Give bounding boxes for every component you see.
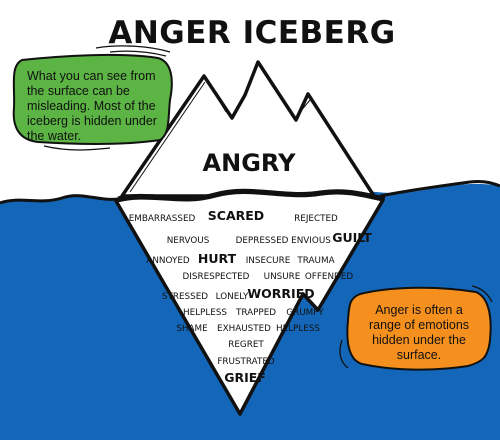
- callout-hidden-scribble: [339, 285, 493, 369]
- emotion-word: DEPRESSED: [236, 236, 289, 246]
- iceberg-tip-sketch: [129, 69, 311, 193]
- callout-hidden-bubble: [346, 286, 492, 371]
- emotion-word: HELPLESS: [276, 324, 320, 334]
- callout-visible-text: What you can see from the surface can be…: [27, 69, 157, 143]
- waterline-on-iceberg: [117, 188, 386, 200]
- callout-visible-bubble: [12, 53, 173, 145]
- emotion-word: ANNOYED: [146, 256, 190, 266]
- emotion-word: SHAME: [176, 324, 207, 334]
- emotion-word: GUILT: [332, 230, 372, 245]
- tip-label: ANGRY: [203, 149, 297, 177]
- iceberg-tip: [120, 60, 376, 198]
- emotion-word: STRESSED: [162, 292, 208, 302]
- emotion-word: HURT: [198, 251, 237, 266]
- callout-hidden-text: Anger is often a range of emotions hidde…: [368, 303, 470, 362]
- iceberg-submerged: [114, 190, 385, 416]
- title: ANGER ICEBERG: [108, 15, 395, 51]
- callout-visible-scribble: [43, 45, 171, 151]
- emotion-word: UNSURE: [264, 272, 301, 282]
- emotion-word: NERVOUS: [167, 236, 210, 246]
- emotion-word: GRUMPY: [286, 308, 324, 318]
- emotion-word: TRAUMA: [296, 256, 334, 266]
- water-surface-line: [0, 180, 500, 205]
- emotion-word: ENVIOUS: [291, 236, 331, 246]
- emotion-word: TRAPPED: [235, 308, 276, 318]
- emotion-word: EXHAUSTED: [217, 324, 271, 334]
- emotion-word: OFFENDED: [305, 272, 354, 282]
- emotion-word: GRIEF: [224, 370, 266, 385]
- emotion-word: WORRIED: [247, 286, 314, 301]
- emotion-words: EMBARRASSED SCARED REJECTED NERVOUS DEPRESSE…: [129, 208, 373, 385]
- emotion-word: LONELY: [216, 292, 249, 302]
- emotion-word: DISRESPECTED: [183, 272, 250, 282]
- emotion-word: SCARED: [208, 208, 264, 223]
- emotion-word: FRUSTRATED: [217, 357, 275, 367]
- emotion-word: EMBARRASSED: [129, 214, 196, 224]
- emotion-word: REGRET: [228, 340, 264, 350]
- emotion-word: INSECURE: [246, 256, 291, 266]
- emotion-word: REJECTED: [294, 214, 338, 224]
- emotion-word: HELPLESS: [183, 308, 227, 318]
